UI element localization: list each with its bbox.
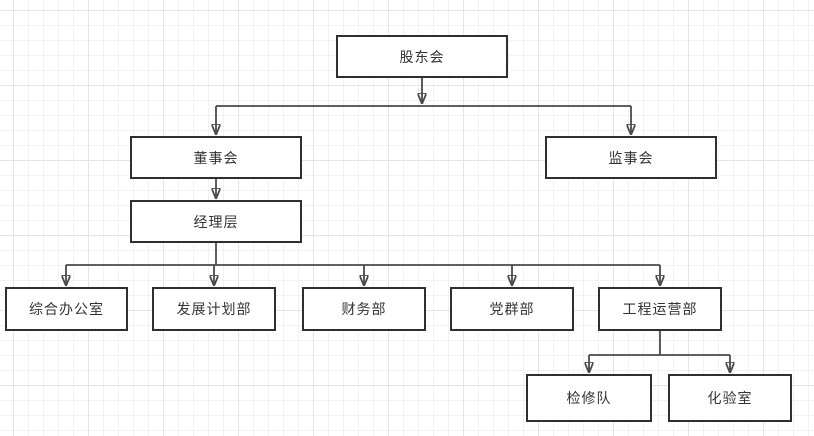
node-engineering-operations-dept[interactable]: 工程运营部	[598, 287, 722, 331]
node-shareholders-meeting[interactable]: 股东会	[336, 35, 508, 78]
node-board-of-directors[interactable]: 董事会	[130, 136, 302, 179]
node-label: 党群部	[489, 301, 535, 317]
node-label: 股东会	[399, 48, 445, 65]
node-label: 监事会	[608, 149, 654, 166]
node-laboratory[interactable]: 化验室	[668, 374, 792, 422]
node-label: 经理层	[193, 213, 239, 230]
node-maintenance-team[interactable]: 检修队	[526, 374, 652, 422]
node-label: 检修队	[566, 390, 612, 406]
node-label: 综合办公室	[29, 301, 104, 317]
node-label: 化验室	[707, 390, 753, 406]
node-development-planning-dept[interactable]: 发展计划部	[152, 287, 276, 331]
node-label: 工程运营部	[622, 301, 698, 317]
node-supervisory-board[interactable]: 监事会	[545, 136, 717, 179]
node-label: 财务部	[341, 301, 387, 317]
node-management-level[interactable]: 经理层	[130, 200, 302, 243]
node-label: 董事会	[193, 149, 239, 166]
node-general-office[interactable]: 综合办公室	[5, 287, 128, 331]
node-party-masses-dept[interactable]: 党群部	[450, 287, 574, 331]
node-label: 发展计划部	[176, 301, 252, 317]
node-finance-dept[interactable]: 财务部	[302, 287, 426, 331]
